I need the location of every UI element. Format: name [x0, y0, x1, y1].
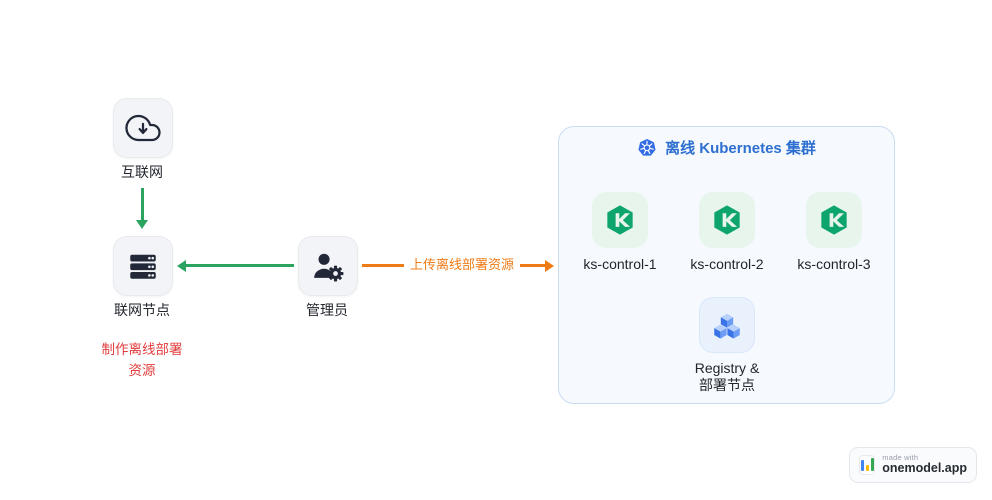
note-line-1: 制作离线部署 — [101, 342, 183, 357]
ks-control-2-label: ks-control-2 — [690, 256, 764, 272]
download-arrow-head — [135, 220, 148, 229]
kubesphere-icon — [607, 205, 633, 235]
ks-control-3-node — [806, 192, 862, 248]
to-gateway-arrow-head — [177, 259, 186, 272]
internet-node — [113, 98, 173, 158]
ks-control-2-node — [699, 192, 755, 248]
kubernetes-icon — [638, 138, 656, 156]
registry-label-line-1: Registry & — [694, 360, 760, 376]
server-icon — [130, 254, 156, 279]
onemodel-logo-icon — [859, 455, 876, 475]
admin-label: 管理员 — [306, 302, 348, 318]
cluster-header: 离线 Kubernetes 集群 — [558, 137, 895, 158]
internet-label: 互联网 — [121, 164, 163, 180]
brand-label: onemodel.app — [882, 461, 967, 476]
download-arrow-line — [140, 188, 144, 221]
admin-gear-icon — [314, 253, 344, 282]
kubesphere-icon — [821, 205, 847, 235]
registry-label: Registry & 部署节点 — [667, 360, 787, 394]
gateway-label: 联网节点 — [114, 302, 170, 318]
watermark-text: made with onemodel.app — [882, 453, 967, 476]
registry-node — [699, 297, 755, 353]
to-gateway-arrow-line — [186, 264, 294, 267]
kubesphere-icon — [714, 205, 740, 235]
gateway-node — [113, 236, 173, 296]
upload-arrow-label: 上传离线部署资源 — [404, 256, 521, 273]
onemodel-watermark-badge[interactable]: made with onemodel.app — [849, 447, 977, 483]
offline-resource-note: 制作离线部署 资源 — [77, 339, 207, 381]
cloud-download-icon — [125, 114, 161, 142]
upload-arrow-head — [545, 259, 554, 272]
registry-cubes-icon — [714, 313, 740, 339]
ks-control-1-node — [592, 192, 648, 248]
offline-cluster-panel — [558, 126, 895, 404]
ks-control-1-label: ks-control-1 — [583, 256, 657, 272]
ks-control-3-label: ks-control-3 — [797, 256, 871, 272]
admin-node — [298, 236, 358, 296]
cluster-title: 离线 Kubernetes 集群 — [665, 140, 816, 157]
made-with-label: made with — [882, 453, 919, 462]
note-line-2: 资源 — [128, 363, 156, 378]
registry-label-line-2: 部署节点 — [699, 377, 755, 393]
